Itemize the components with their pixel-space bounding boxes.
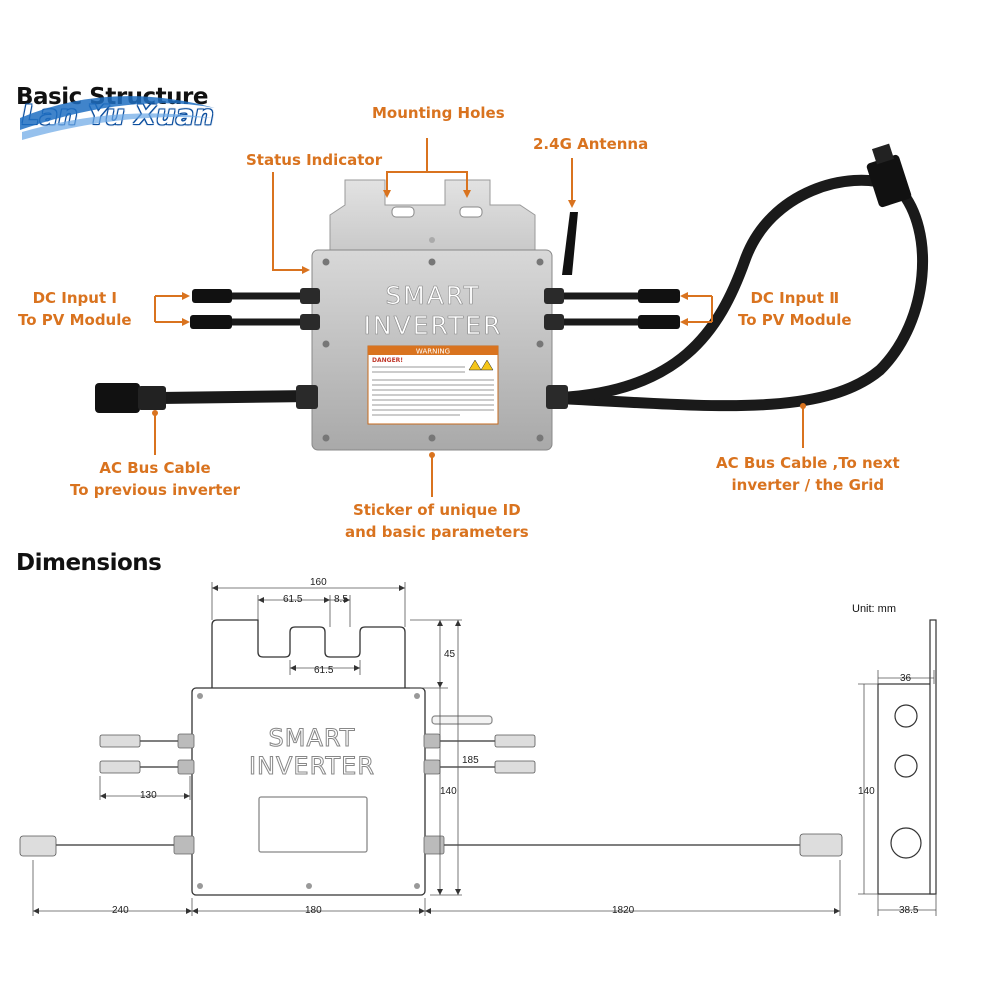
dimensions-title: Dimensions	[16, 550, 162, 576]
dim-side-width-top: 36	[900, 673, 912, 684]
dim-body-width: 180	[305, 905, 322, 916]
mounting-plate	[329, 179, 536, 266]
callout-arrowheads	[152, 190, 806, 458]
antenna	[562, 212, 578, 275]
dim-hole-spacing: 61.5	[283, 594, 303, 605]
callout-antenna: 2.4G Antenna	[533, 135, 649, 153]
dim-inverter-outline	[191, 619, 426, 896]
dim-side-width-bottom: 38.5	[899, 905, 919, 916]
dim-dc-cable: 130	[140, 790, 157, 801]
product-label-line2: INVERTER	[364, 311, 503, 340]
dim-total-height: 185	[462, 755, 479, 766]
svg-text:WARNING: WARNING	[416, 348, 450, 356]
dim-ac-right: 1820	[612, 905, 635, 916]
dim-product-line1: SMART	[269, 724, 356, 752]
ac-connector-left	[95, 383, 166, 413]
dc-connectors-left	[190, 289, 232, 329]
brand-swoosh	[20, 96, 215, 140]
dim-glands	[173, 733, 445, 855]
side-dim-lines	[858, 670, 937, 916]
ac-bus-cable-prev	[159, 390, 313, 404]
dim-arrows	[33, 585, 840, 914]
status-led	[429, 237, 435, 243]
dim-antenna	[431, 715, 493, 725]
mounting-hole-right	[459, 206, 483, 218]
dim-hole-spacing-bottom: 61.5	[314, 665, 334, 676]
dim-total-width: 160	[310, 577, 327, 588]
dim-body-screws	[197, 693, 420, 889]
dim-product-line2: INVERTER	[249, 752, 375, 780]
dim-connectors	[19, 734, 843, 857]
callout-status-indicator: Status Indicator	[246, 151, 383, 169]
mounting-hole-left	[391, 206, 415, 218]
callout-mounting-holes: Mounting Holes	[372, 104, 505, 122]
dim-cables	[55, 740, 800, 846]
dim-side-height: 140	[858, 786, 875, 797]
cable-glands	[296, 288, 568, 409]
dim-body-height: 140	[440, 786, 457, 797]
warning-sticker: WARNING DANGER!	[367, 345, 499, 425]
dim-lines	[32, 582, 841, 916]
svg-text:DANGER!: DANGER!	[372, 357, 403, 364]
dim-tab-height: 45	[444, 649, 456, 660]
unit-label: Unit: mm	[852, 603, 896, 615]
dim-ac-left: 240	[112, 905, 129, 916]
side-view	[877, 619, 937, 895]
callout-leaders	[154, 138, 804, 497]
ac-connector-right	[866, 143, 912, 208]
product-label-line1: SMART	[385, 281, 480, 310]
dim-hole-width: 8.5	[334, 594, 348, 605]
dc-connectors-right	[638, 289, 680, 329]
body-screws	[322, 258, 544, 442]
ac-bus-cable-next	[547, 186, 928, 412]
